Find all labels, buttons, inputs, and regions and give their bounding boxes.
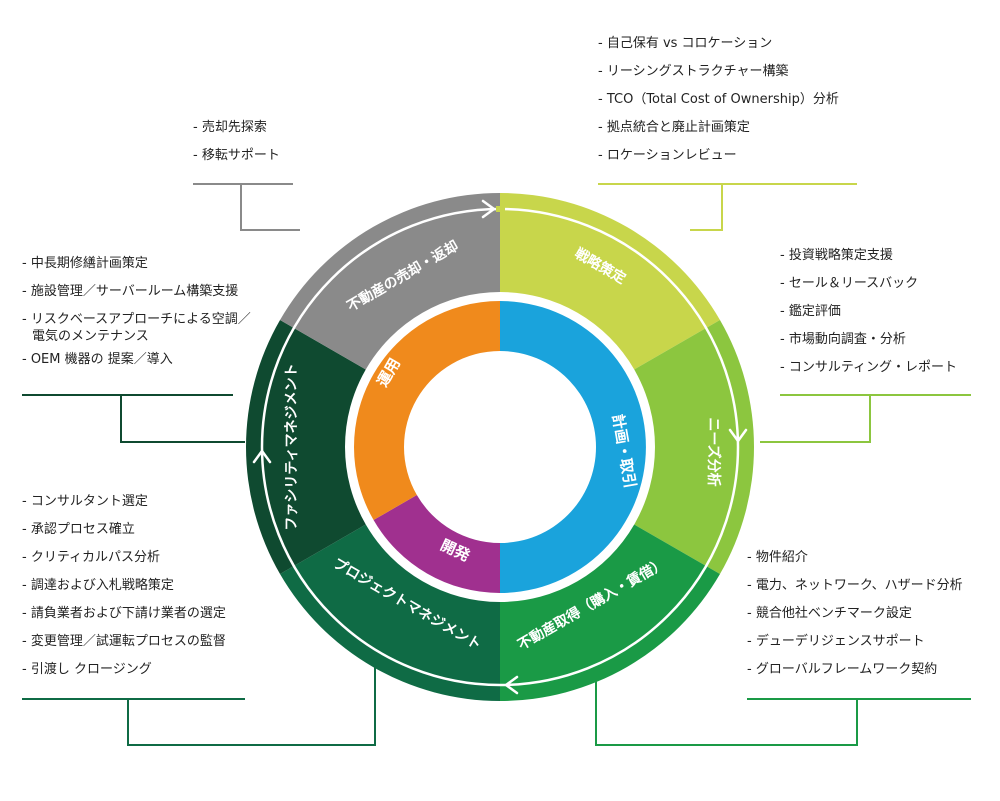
- arrowhead-left: [252, 449, 272, 464]
- arrowhead-top: [481, 199, 496, 219]
- segment-facility[interactable]: [246, 320, 366, 574]
- arrowheads: [252, 199, 748, 695]
- list-project: - コンサルタント選定 - 承認プロセス確立 - クリティカルパス分析 - 調達…: [22, 488, 226, 684]
- list-needs: - 投資戦略策定支援 - セール＆リースバック - 鑑定評価 - 市場動向調査・…: [780, 242, 957, 382]
- list-item: - 自己保有 vs コロケーション: [598, 36, 773, 51]
- list-acquisition: - 物件紹介 - 電力、ネットワーク、ハザード分析 - 競合他社ベンチマーク設定…: [747, 544, 963, 684]
- arrowhead-right: [728, 428, 748, 443]
- list-item: - 施設管理／サーバールーム構築支援: [22, 284, 239, 299]
- list-item: - 売却先探索: [193, 120, 267, 135]
- connector-facility: [22, 394, 245, 443]
- list-item: - 鑑定評価: [780, 304, 841, 319]
- list-item: - 移転サポート: [193, 148, 280, 163]
- list-item: - リスクベースアプローチによる空調／電気のメンテナンス: [22, 312, 251, 344]
- list-item: - 変更管理／試運転プロセスの監督: [22, 634, 226, 649]
- list-item: - 承認プロセス確立: [22, 522, 135, 537]
- list-item: - クリティカルパス分析: [22, 550, 161, 565]
- list-item: - 引渡し クロージング: [22, 662, 152, 677]
- list-item: - 投資戦略策定支援: [780, 248, 893, 263]
- list-strategy: - 自己保有 vs コロケーション - リーシングストラクチャー構築 - TCO…: [598, 30, 839, 170]
- list-item: - 競合他社ベンチマーク設定: [747, 606, 912, 621]
- segment-acquisition[interactable]: [500, 524, 720, 702]
- list-item: - ロケーションレビュー: [598, 148, 737, 163]
- segment-strategy[interactable]: [500, 193, 720, 370]
- inner-ring: [353, 301, 646, 593]
- outer-ring: [246, 193, 754, 701]
- connector-strategy: [598, 183, 857, 231]
- arrowhead-bottom: [504, 675, 519, 695]
- segment-needs[interactable]: [634, 320, 754, 574]
- list-item: - コンサルティング・レポート: [780, 360, 958, 375]
- list-item: - 中長期修繕計画策定: [22, 256, 148, 271]
- list-item: - コンサルタント選定: [22, 494, 148, 509]
- list-item: - グローバルフレームワーク契約: [747, 662, 938, 677]
- list-item: - リーシングストラクチャー構築: [598, 64, 789, 79]
- connector-lines: [22, 183, 971, 746]
- list-item: - OEM 機器の 提案／導入: [22, 352, 173, 367]
- list-item: - 市場動向調査・分析: [780, 332, 906, 347]
- list-item: - 物件紹介: [747, 550, 808, 565]
- segment-disposal[interactable]: [280, 193, 500, 370]
- list-item: - TCO（Total Cost of Ownership）分析: [598, 92, 839, 107]
- segment-project[interactable]: [280, 524, 500, 702]
- segment-plan[interactable]: [500, 301, 646, 593]
- segment-operate[interactable]: [353, 301, 500, 520]
- list-item: - 調達および入札戦略策定: [22, 578, 174, 593]
- label-needs: ニーズ分析: [705, 417, 722, 486]
- connector-disposal: [193, 183, 300, 231]
- connector-project: [22, 660, 376, 746]
- list-item: - セール＆リースバック: [780, 276, 919, 291]
- list-disposal: - 売却先探索 - 移転サポート: [193, 114, 280, 170]
- list-facility: - 中長期修繕計画策定 - 施設管理／サーバールーム構築支援 - リスクベースア…: [22, 250, 251, 374]
- list-item: - デューデリジェンスサポート: [747, 634, 925, 649]
- segment-develop[interactable]: [373, 495, 500, 593]
- list-item: - 拠点統合と廃止計画策定: [598, 120, 750, 135]
- list-item: - 請負業者および下請け業者の選定: [22, 606, 226, 621]
- list-item: - 電力、ネットワーク、ハザード分析: [747, 578, 963, 593]
- connector-acquisition: [595, 680, 971, 746]
- label-facility: ファシリティマネジメント: [284, 363, 300, 530]
- connector-needs: [760, 394, 971, 443]
